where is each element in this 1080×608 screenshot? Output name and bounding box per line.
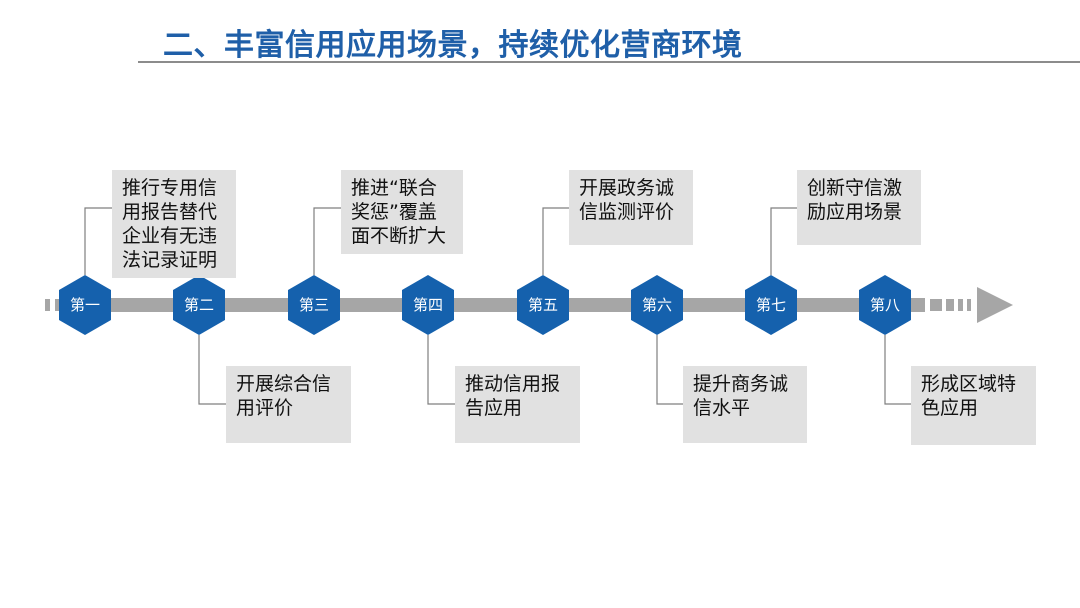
step-description-box: 形成区域特 色应用	[911, 366, 1036, 445]
step-label: 第三	[298, 296, 329, 314]
step-hexagon	[745, 275, 797, 335]
step-description-box: 推进“联合 奖惩”覆盖 面不断扩大	[341, 170, 463, 254]
connector-line	[427, 335, 455, 405]
step-hexagon	[173, 275, 225, 335]
step-hexagon	[288, 275, 340, 335]
arrow-dash-right-1	[946, 299, 954, 311]
step-hexagon	[859, 275, 911, 335]
connector-line	[198, 335, 226, 405]
arrow-dash-right-2	[958, 299, 963, 311]
step-label: 第六	[641, 296, 672, 314]
step-description-box: 开展政务诚 信监测评价	[569, 170, 693, 245]
step-description-box: 推动信用报 告应用	[455, 366, 580, 443]
step-hexagon	[402, 275, 454, 335]
connector-line	[84, 207, 112, 275]
step-hexagon	[631, 275, 683, 335]
connector-line	[770, 207, 797, 275]
step-label: 第七	[755, 296, 786, 314]
step-label: 第一	[69, 296, 100, 314]
step-label: 第五	[527, 296, 558, 314]
connector-line	[542, 207, 569, 275]
arrow-head	[977, 287, 1013, 323]
connector-line	[656, 335, 683, 405]
step-label: 第八	[869, 296, 900, 314]
connector-line	[313, 207, 341, 275]
step-description-box: 开展综合信 用评价	[226, 366, 351, 443]
step-description-box: 创新守信激 励应用场景	[797, 170, 921, 245]
step-label: 第四	[412, 296, 443, 314]
step-hexagon	[517, 275, 569, 335]
step-description-box: 提升商务诚 信水平	[683, 366, 807, 443]
step-description-box: 推行专用信 用报告替代 企业有无违 法记录证明	[112, 170, 236, 278]
step-label: 第二	[183, 296, 214, 314]
arrow-dash-left-0	[45, 299, 50, 311]
step-hexagon	[59, 275, 111, 335]
title-divider	[138, 61, 1080, 63]
page-title: 二、丰富信用应用场景，持续优化营商环境	[163, 28, 743, 63]
arrow-dash-right-0	[930, 299, 942, 311]
arrow-dash-right-3	[967, 299, 971, 311]
connector-line	[884, 335, 911, 405]
